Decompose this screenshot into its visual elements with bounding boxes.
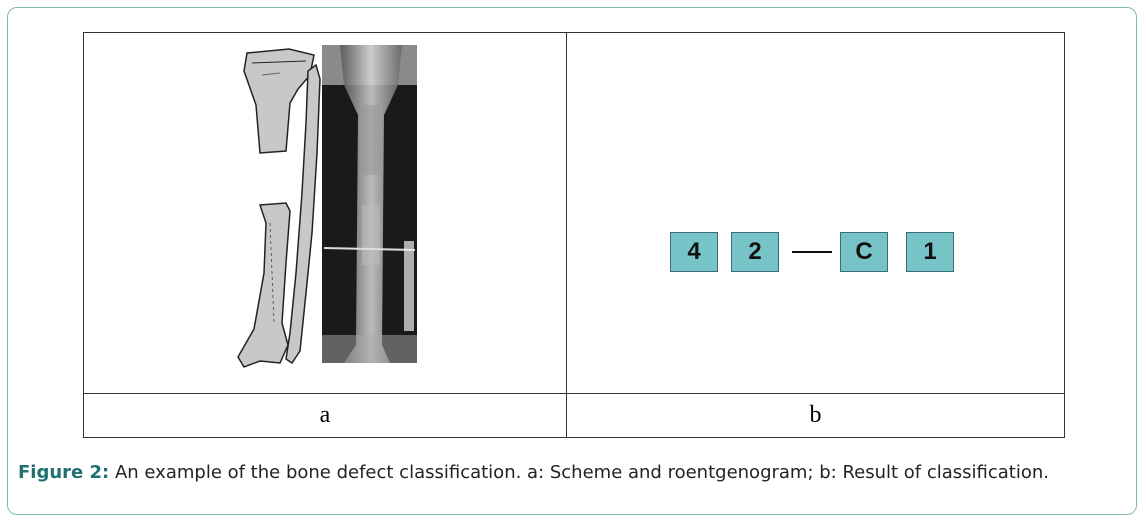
code-box-segment: 2 <box>731 232 779 272</box>
figure-table: 4 2 C 1 a b <box>83 32 1065 438</box>
bone-scheme-illustration <box>237 48 321 368</box>
code-separator-dash <box>792 251 832 253</box>
fibula <box>285 63 321 365</box>
figure-caption: Figure 2: An example of the bone defect … <box>18 462 1049 483</box>
tibia-lower-fragment <box>237 202 291 368</box>
code-box-region: 4 <box>670 232 718 272</box>
tibia-upper-fragment <box>243 48 315 154</box>
column-divider <box>566 33 567 437</box>
code-box-group: 1 <box>906 232 954 272</box>
classification-code: 4 2 C 1 <box>670 232 960 274</box>
caption-text: An example of the bone defect classifica… <box>109 462 1050 483</box>
row-divider <box>84 393 1064 394</box>
roentgenogram-image <box>322 45 417 363</box>
caption-label: Figure 2: <box>18 462 110 483</box>
panel-b-result: 4 2 C 1 <box>567 33 1064 393</box>
panel-a-image <box>84 33 566 393</box>
panel-a-label: a <box>319 402 331 428</box>
code-box-type: C <box>840 232 888 272</box>
panel-b-label: b <box>809 402 822 428</box>
